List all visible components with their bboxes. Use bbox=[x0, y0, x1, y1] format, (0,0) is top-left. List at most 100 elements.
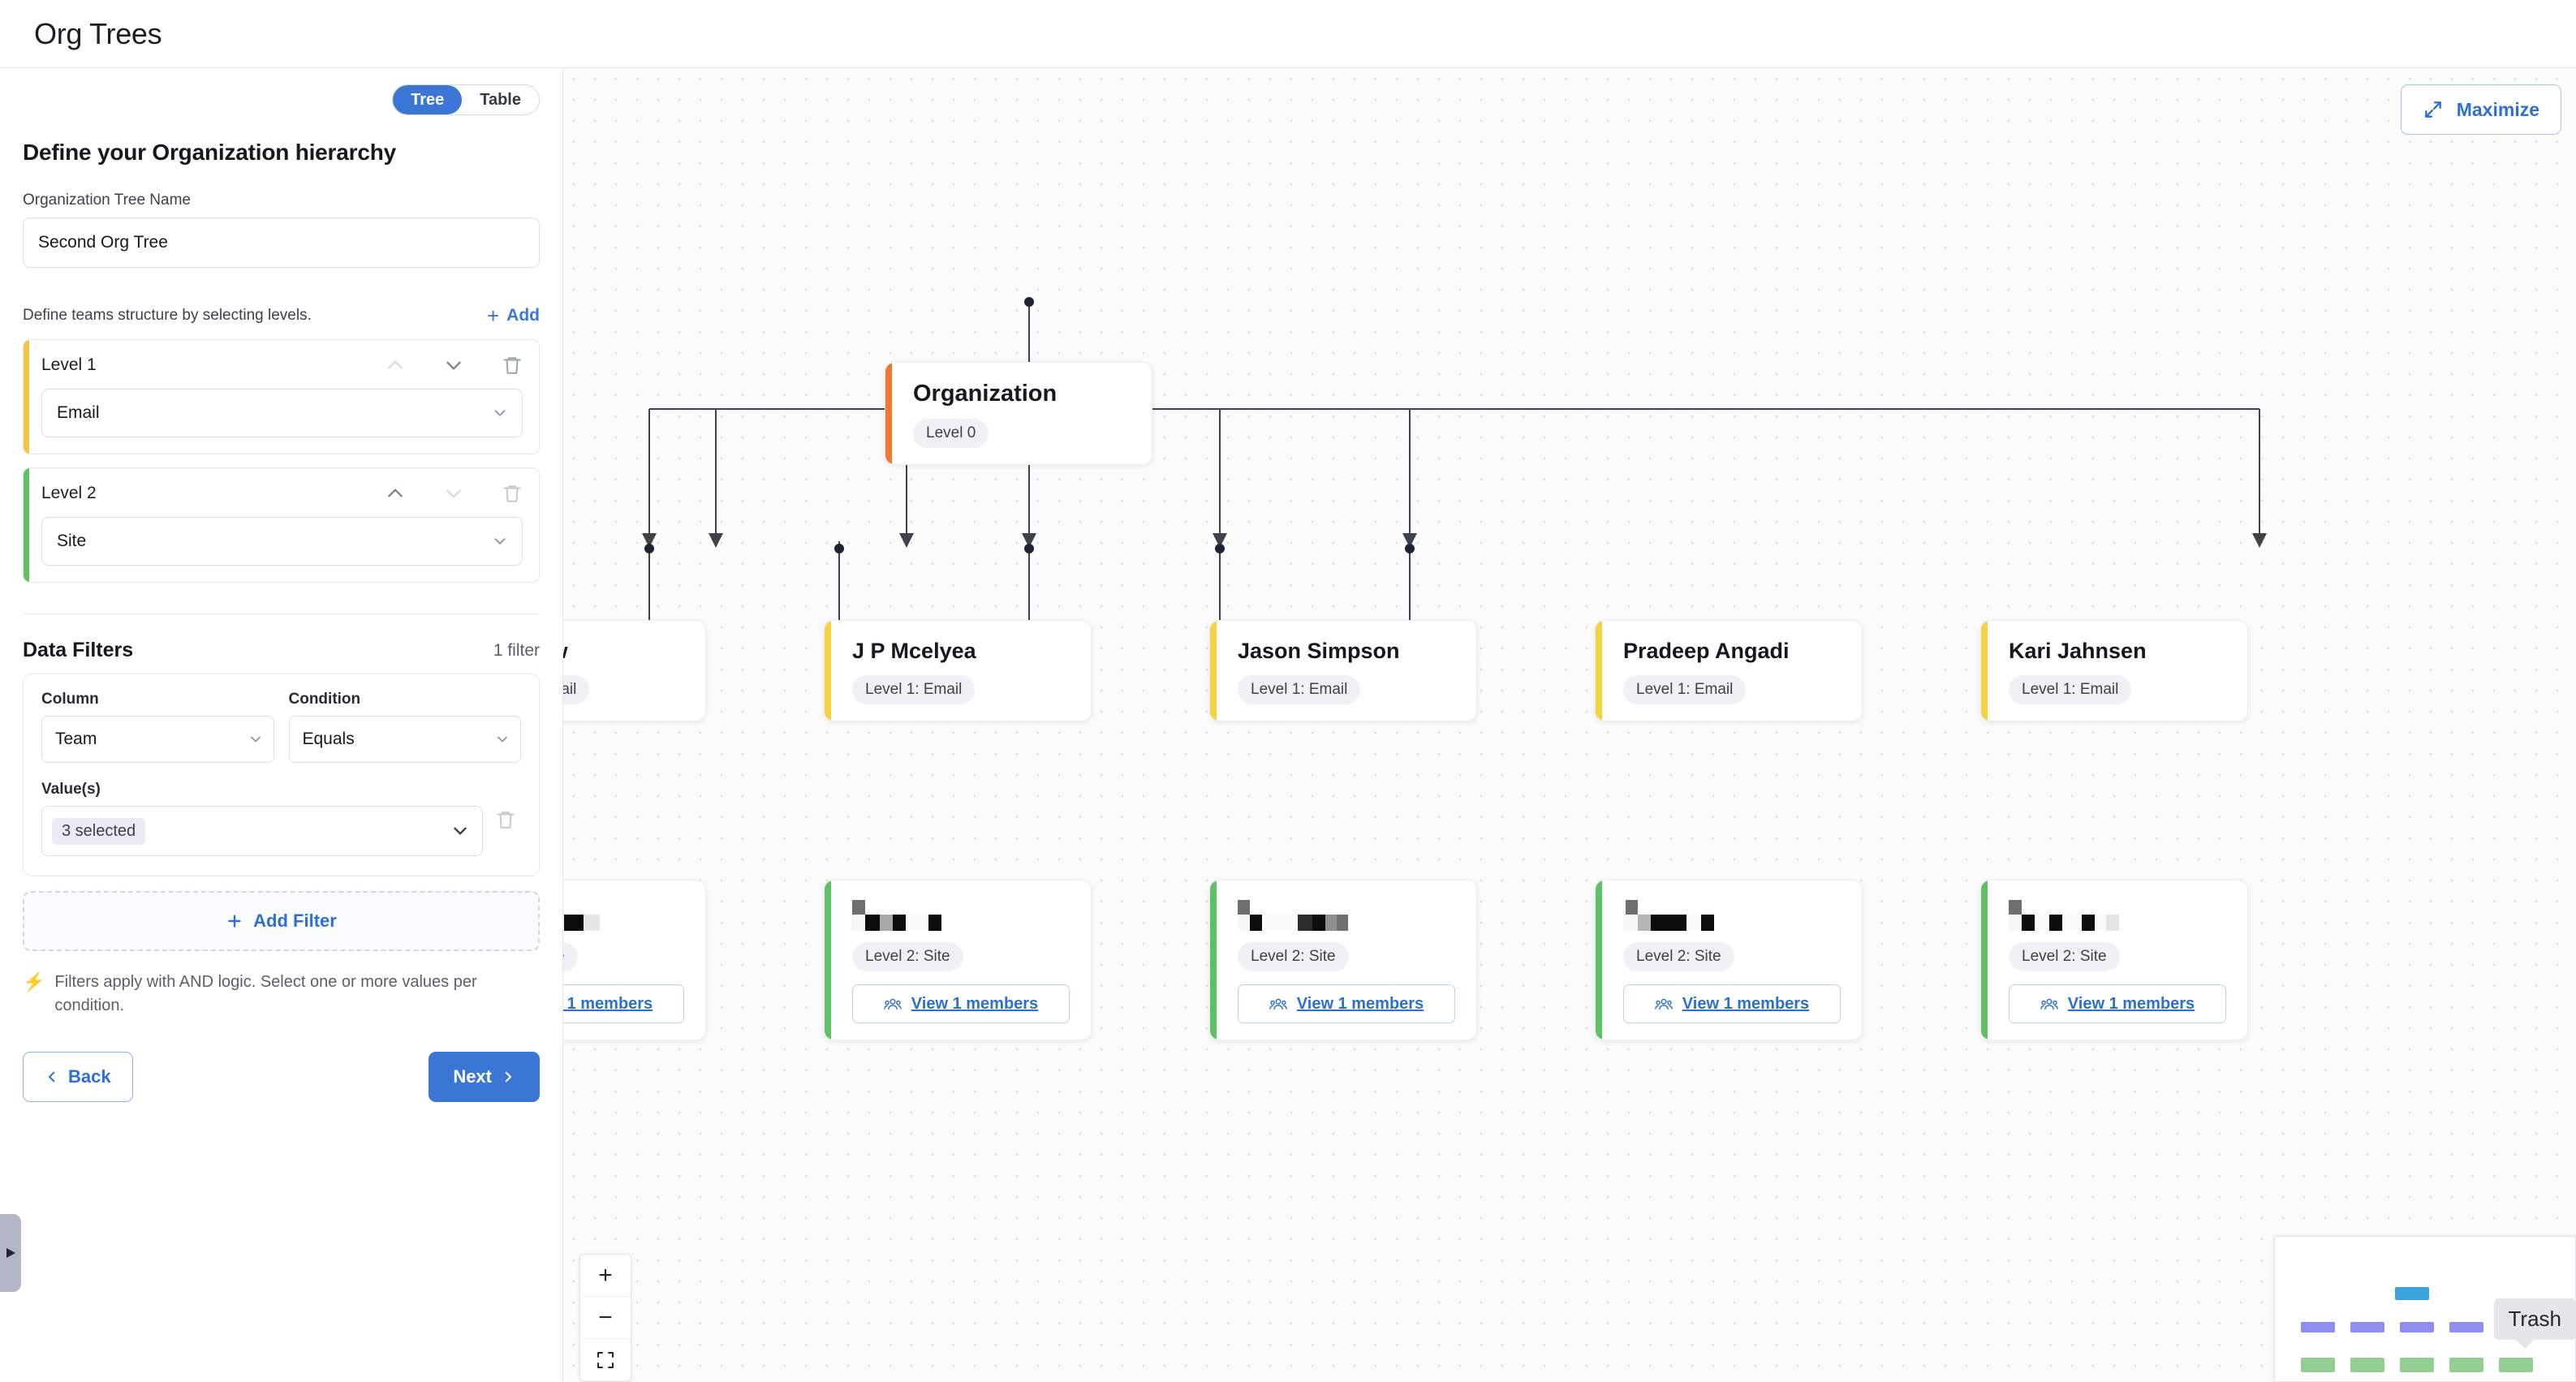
plus-icon bbox=[228, 915, 241, 928]
plus-icon: + bbox=[486, 304, 500, 328]
lightning-icon: ⚡ bbox=[23, 971, 45, 992]
org-node-level1[interactable]: Judy Saw Level 1: Email bbox=[563, 620, 706, 721]
view-members-button[interactable]: View 1 members bbox=[2009, 984, 2226, 1023]
next-button[interactable]: Next bbox=[429, 1052, 540, 1102]
org-node-root[interactable]: Organization Level 0 bbox=[885, 362, 1152, 465]
level2-node-title-redacted bbox=[2009, 898, 2226, 931]
level1-node-body: J P Mcelyea Level 1: Email bbox=[825, 621, 1091, 721]
level1-node-title: J P Mcelyea bbox=[852, 639, 976, 663]
org-node-level1[interactable]: J P Mcelyea Level 1: Email bbox=[824, 620, 1092, 721]
move-down-icon[interactable] bbox=[443, 483, 464, 504]
level2-node-body: Level 2: Site View 1 members bbox=[1210, 880, 1476, 1040]
zoom-in-button[interactable]: + bbox=[580, 1255, 631, 1297]
chevron-down-icon bbox=[250, 736, 261, 743]
chevron-down-icon bbox=[498, 736, 507, 743]
minimap-node-level2 bbox=[2350, 1358, 2384, 1372]
level1-node-badge: Level 1: Email bbox=[852, 675, 976, 704]
maximize-button[interactable]: Maximize bbox=[2400, 84, 2561, 135]
sidebar-collapse-handle[interactable] bbox=[0, 1214, 21, 1292]
org-node-level2[interactable]: Level 2: Site View 1 members bbox=[563, 880, 706, 1040]
move-up-icon[interactable] bbox=[385, 355, 406, 376]
level-2-actions bbox=[385, 483, 523, 504]
view-members-button[interactable]: View 1 members bbox=[1238, 984, 1455, 1023]
condition-label: Condition bbox=[288, 691, 361, 708]
filters-count: 1 filter bbox=[493, 640, 540, 660]
view-members-label: View 1 members bbox=[911, 994, 1039, 1013]
org-node-level2[interactable]: Level 2: Site View 1 members bbox=[1980, 880, 2248, 1040]
filters-note-text: Filters apply with AND logic. Select one… bbox=[54, 973, 477, 1014]
chevron-right-icon bbox=[505, 1071, 511, 1083]
move-up-icon[interactable] bbox=[385, 483, 406, 504]
minimap-node-level2 bbox=[2301, 1358, 2335, 1372]
trash-tooltip: Trash bbox=[2493, 1298, 2576, 1349]
level-2-select[interactable]: Site bbox=[41, 517, 523, 566]
org-node-level1[interactable]: Jason Simpson Level 1: Email bbox=[1209, 620, 1477, 721]
level2-node-badge: Level 2: Site bbox=[1623, 942, 1734, 971]
level1-node-body: Judy Saw Level 1: Email bbox=[563, 621, 705, 721]
tab-table[interactable]: Table bbox=[480, 90, 521, 109]
filter-values-select[interactable]: 3 selected bbox=[41, 806, 483, 856]
add-filter-button[interactable]: Add Filter bbox=[23, 891, 540, 951]
tree-name-input[interactable] bbox=[23, 217, 540, 268]
level-2-value: Site bbox=[57, 532, 87, 550]
level2-node-body: Level 2: Site View 1 members bbox=[1596, 880, 1862, 1040]
delete-level-icon[interactable] bbox=[502, 483, 523, 504]
filter-column-select[interactable]: Team bbox=[41, 716, 274, 763]
zoom-out-button[interactable]: − bbox=[580, 1297, 631, 1339]
people-icon bbox=[1654, 998, 1673, 1010]
filters-title: Data Filters bbox=[23, 639, 134, 661]
people-icon bbox=[883, 998, 902, 1010]
view-members-button[interactable]: View 1 members bbox=[563, 984, 684, 1023]
filter-condition-select[interactable]: Equals bbox=[288, 716, 521, 763]
root-node-body: Organization Level 0 bbox=[885, 363, 1152, 464]
add-level-button[interactable]: + Add bbox=[487, 305, 540, 326]
level2-node-badge: Level 2: Site bbox=[852, 942, 963, 971]
level1-node-body: Kari Jahnsen Level 1: Email bbox=[1981, 621, 2247, 721]
level1-node-body: Pradeep Angadi Level 1: Email bbox=[1596, 621, 1862, 721]
trash-icon bbox=[497, 812, 515, 829]
filter-selects: Column Team Condition Equals bbox=[41, 691, 521, 763]
tab-tree[interactable]: Tree bbox=[393, 85, 463, 114]
back-button[interactable]: Back bbox=[23, 1052, 133, 1102]
org-node-level2[interactable]: Level 2: Site View 1 members bbox=[824, 880, 1092, 1040]
fit-view-icon bbox=[597, 1351, 614, 1368]
root-node-title: Organization bbox=[913, 381, 1058, 407]
level2-node-title-redacted bbox=[1623, 898, 1841, 931]
filters-note: ⚡ Filters apply with AND logic. Select o… bbox=[23, 971, 526, 1018]
level2-node-title-redacted bbox=[563, 898, 684, 931]
page-title: Org Trees bbox=[34, 16, 162, 50]
org-node-level1[interactable]: Pradeep Angadi Level 1: Email bbox=[1595, 620, 1863, 721]
org-node-level2[interactable]: Level 2: Site View 1 members bbox=[1595, 880, 1863, 1040]
view-members-label: View 1 members bbox=[563, 994, 653, 1013]
column-label: Column bbox=[41, 691, 99, 708]
filter-row: Column Team Condition Equals Value(s) 3 … bbox=[23, 674, 540, 876]
move-down-icon[interactable] bbox=[443, 355, 464, 376]
panel-heading: Define your Organization hierarchy bbox=[23, 140, 396, 165]
levels-header: Define teams structure by selecting leve… bbox=[23, 305, 540, 326]
minimap-node-level1 bbox=[2449, 1322, 2483, 1332]
level1-node-title: Pradeep Angadi bbox=[1623, 639, 1790, 663]
delete-filter-button[interactable] bbox=[495, 809, 516, 834]
level-card-2: Level 2 Site bbox=[23, 467, 540, 583]
level2-node-title-redacted bbox=[1238, 898, 1455, 931]
view-members-label: View 1 members bbox=[2067, 994, 2195, 1013]
zoom-controls[interactable]: + − bbox=[579, 1254, 631, 1382]
org-chart-canvas[interactable]: Maximize bbox=[563, 68, 2576, 1382]
view-toggle[interactable]: Tree Table bbox=[392, 84, 540, 115]
tree-name-label: Organization Tree Name bbox=[23, 192, 191, 209]
level2-node-body: Level 2: Site View 1 members bbox=[1981, 880, 2247, 1040]
minimap-node-level2 bbox=[2499, 1358, 2533, 1372]
org-node-level2[interactable]: Level 2: Site View 1 members bbox=[1209, 880, 1477, 1040]
level1-node-badge: Level 1: Email bbox=[2009, 675, 2132, 704]
org-node-level1[interactable]: Kari Jahnsen Level 1: Email bbox=[1980, 620, 2248, 721]
level-card-1: Level 1 Email bbox=[23, 339, 540, 454]
minimap-node-level1 bbox=[2350, 1322, 2384, 1332]
delete-level-icon[interactable] bbox=[502, 355, 523, 376]
level-1-name: Level 1 bbox=[41, 355, 97, 374]
level-1-actions bbox=[385, 355, 523, 376]
level2-node-badge: Level 2: Site bbox=[563, 942, 578, 971]
view-members-button[interactable]: View 1 members bbox=[1623, 984, 1841, 1023]
level-1-select[interactable]: Email bbox=[41, 389, 523, 437]
view-members-button[interactable]: View 1 members bbox=[852, 984, 1070, 1023]
fit-view-button[interactable] bbox=[580, 1339, 631, 1381]
